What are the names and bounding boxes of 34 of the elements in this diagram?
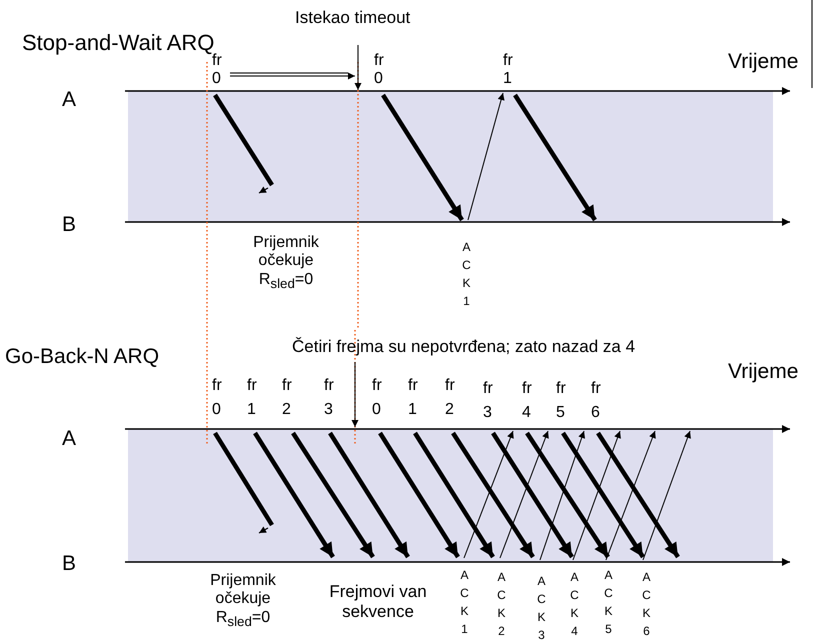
ack-label: ACK1 bbox=[462, 239, 471, 310]
frame-label: fr 5 bbox=[556, 379, 567, 423]
ack-label: ACK1 bbox=[460, 567, 469, 638]
ack-label: ACK3 bbox=[537, 573, 546, 642]
frame-label: fr 1 bbox=[247, 376, 258, 420]
frame-label: fr 0 bbox=[212, 52, 223, 88]
frame-label: fr 0 bbox=[374, 52, 385, 88]
frame-label: fr 6 bbox=[591, 379, 602, 423]
annotation: Četiri frejma su nepotvrđena; zato nazad za 4 bbox=[292, 337, 636, 357]
ack-label: ACK5 bbox=[604, 567, 613, 638]
frame-label: fr 1 bbox=[408, 376, 419, 420]
frame-label: fr 3 bbox=[324, 376, 335, 420]
station-label: A bbox=[62, 427, 76, 452]
frame-label: fr 3 bbox=[483, 379, 494, 423]
axis-label: Vrijeme bbox=[728, 50, 798, 74]
annotation: Frejmovi van sekvence bbox=[328, 582, 428, 622]
axis-label: Vrijeme bbox=[728, 360, 798, 384]
frame-label: fr 4 bbox=[522, 379, 533, 423]
frame-label: fr 0 bbox=[212, 376, 223, 420]
annotation: Prijemnik očekuje R$_{sled}$=0 bbox=[252, 234, 320, 292]
annotation: Istekao timeout bbox=[295, 8, 410, 28]
section-heading: Stop-and-Wait ARQ bbox=[22, 30, 214, 55]
annotation: Prijemnik očekuje R$_{sled}$=0 bbox=[209, 572, 277, 630]
section-heading: Go-Back-N ARQ bbox=[5, 345, 160, 370]
frame-label: fr 2 bbox=[445, 376, 456, 420]
ack-label: ACK4 bbox=[570, 569, 579, 640]
station-label: B bbox=[62, 552, 76, 576]
frame-label: fr 1 bbox=[503, 52, 514, 88]
station-label: B bbox=[62, 213, 76, 238]
ack-label: ACK2 bbox=[497, 569, 506, 640]
frame-label: fr 0 bbox=[372, 376, 383, 420]
station-label: A bbox=[62, 88, 76, 112]
ack-label: ACK6 bbox=[642, 569, 651, 640]
frame-label: fr 2 bbox=[282, 376, 293, 420]
